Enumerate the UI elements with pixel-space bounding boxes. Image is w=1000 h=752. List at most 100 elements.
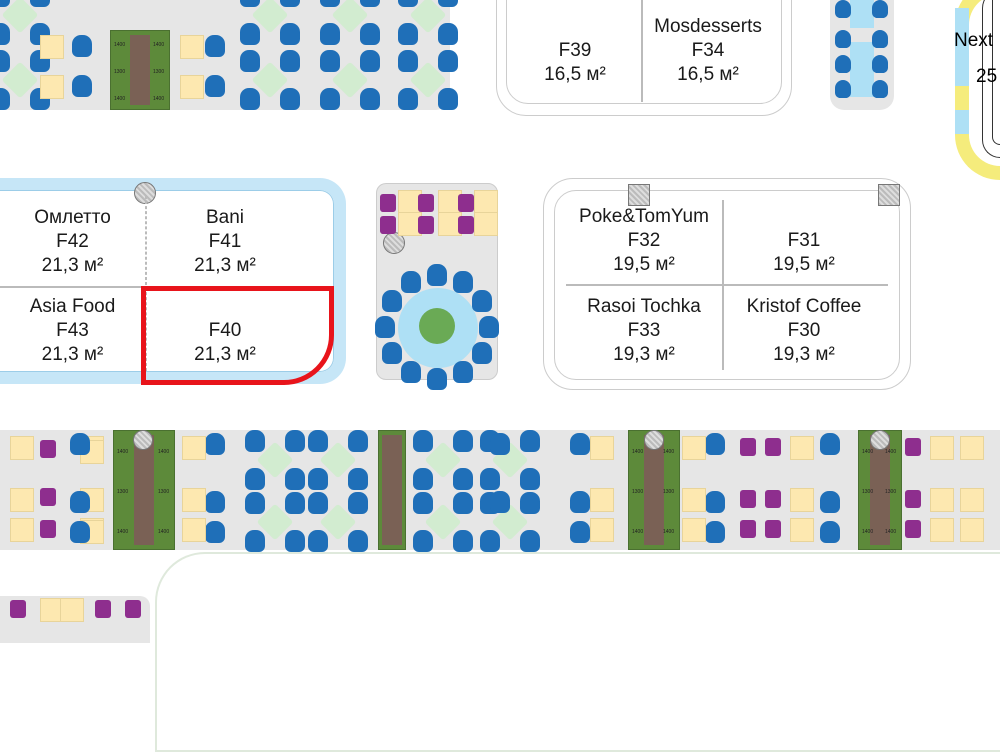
chair bbox=[381, 342, 402, 364]
seat bbox=[458, 194, 474, 212]
unit-f31[interactable]: F31 19,5 м² bbox=[724, 205, 884, 277]
unit-area: 21,3 м² bbox=[41, 255, 104, 276]
unit-block-right bbox=[543, 178, 911, 390]
unit-name: Rasoi Tochka bbox=[587, 296, 701, 317]
seat bbox=[474, 190, 498, 214]
seating-area-top-left bbox=[0, 0, 450, 110]
unit-area: 16,5 м² bbox=[544, 64, 606, 85]
unit-name: Poke&TomYum bbox=[579, 206, 709, 227]
planter-label: 1400 bbox=[117, 529, 129, 535]
chair bbox=[872, 55, 888, 73]
seat bbox=[418, 194, 434, 212]
table bbox=[930, 488, 954, 512]
chair bbox=[280, 0, 300, 7]
chair bbox=[70, 491, 90, 513]
table bbox=[682, 488, 706, 512]
chair bbox=[820, 433, 840, 455]
planter-label: 1400 bbox=[663, 529, 675, 535]
unit-f40[interactable]: F40 21,3 м² bbox=[150, 295, 300, 367]
planter-label: 1300 bbox=[885, 489, 897, 495]
column-marker bbox=[870, 430, 890, 450]
unit-name: Asia Food bbox=[29, 296, 116, 317]
unit-f43[interactable]: Asia Food F43 21,3 м² bbox=[0, 295, 145, 367]
chair bbox=[398, 88, 418, 110]
chair bbox=[308, 430, 328, 452]
table-top bbox=[850, 0, 874, 28]
unit-next-blue bbox=[955, 8, 969, 86]
unit-f32[interactable]: Poke&TomYum F32 19,5 м² bbox=[568, 205, 720, 277]
chair bbox=[453, 361, 473, 384]
chair bbox=[520, 530, 540, 552]
unit-f39[interactable]: F39 16,5 м² bbox=[510, 15, 640, 87]
column-marker bbox=[644, 430, 664, 450]
chair bbox=[453, 492, 473, 514]
chair bbox=[320, 0, 340, 7]
chair bbox=[905, 490, 921, 508]
column-marker bbox=[628, 184, 650, 206]
table bbox=[960, 436, 984, 460]
chair bbox=[240, 50, 260, 72]
planter-label: 1300 bbox=[153, 69, 165, 75]
unit-block-top bbox=[496, 0, 792, 116]
unit-f41[interactable]: Bani F41 21,3 м² bbox=[150, 206, 300, 278]
planter-label: 1400 bbox=[885, 529, 897, 535]
planter-label: 1400 bbox=[885, 449, 897, 455]
table bbox=[182, 436, 206, 460]
chair bbox=[835, 80, 851, 98]
chair bbox=[740, 490, 756, 508]
planter-label: 1400 bbox=[114, 42, 126, 49]
chair bbox=[308, 468, 328, 490]
planter-soil bbox=[134, 435, 154, 545]
unit-f34[interactable]: Mosdesserts F34 16,5 м² bbox=[642, 15, 774, 87]
chair bbox=[453, 530, 473, 552]
divider bbox=[641, 0, 643, 102]
chair bbox=[835, 30, 851, 48]
chair bbox=[453, 270, 473, 293]
chair bbox=[348, 530, 368, 552]
chair bbox=[360, 50, 380, 72]
chair bbox=[570, 521, 590, 543]
column-marker bbox=[133, 430, 153, 450]
unit-name: Bani bbox=[205, 207, 245, 228]
chair bbox=[427, 368, 447, 390]
chair bbox=[30, 0, 50, 7]
unit-name: Mosdesserts bbox=[654, 16, 762, 37]
chair bbox=[348, 430, 368, 452]
chair bbox=[245, 492, 265, 514]
unit-code: F39 bbox=[558, 40, 592, 61]
unit-next[interactable]: Next 25 bbox=[954, 30, 997, 88]
chair bbox=[320, 23, 340, 45]
unit-area: 19,3 м² bbox=[773, 344, 835, 365]
planter-label: 1400 bbox=[153, 42, 165, 49]
chair bbox=[413, 468, 433, 490]
table bbox=[10, 436, 34, 460]
chair bbox=[205, 521, 225, 543]
planter-label: 1400 bbox=[158, 529, 170, 535]
chair bbox=[308, 492, 328, 514]
planter-label: 1400 bbox=[114, 95, 126, 102]
chair bbox=[320, 50, 340, 72]
table bbox=[180, 35, 204, 59]
chair bbox=[348, 492, 368, 514]
unit-name: Омлетто bbox=[34, 207, 111, 228]
unit-f42[interactable]: Омлетто F42 21,3 м² bbox=[0, 206, 145, 278]
unit-code: F31 bbox=[787, 230, 821, 251]
unit-area: 19,5 м² bbox=[613, 254, 675, 275]
planter-label: 1400 bbox=[663, 449, 675, 455]
planter-label: 1300 bbox=[663, 489, 675, 495]
unit-f33[interactable]: Rasoi Tochka F33 19,3 м² bbox=[568, 295, 720, 367]
chair bbox=[413, 430, 433, 452]
chair bbox=[705, 491, 725, 513]
chair bbox=[70, 521, 90, 543]
unit-f30[interactable]: Kristof Coffee F30 19,3 м² bbox=[724, 295, 884, 367]
unit-area: 19,3 м² bbox=[613, 344, 675, 365]
unit-code: F30 bbox=[787, 320, 821, 341]
chair bbox=[308, 530, 328, 552]
unit-area: 16,5 м² bbox=[677, 64, 739, 85]
chair bbox=[0, 23, 10, 45]
unit-code: F43 bbox=[56, 320, 89, 341]
table bbox=[180, 75, 204, 99]
chair bbox=[438, 88, 458, 110]
